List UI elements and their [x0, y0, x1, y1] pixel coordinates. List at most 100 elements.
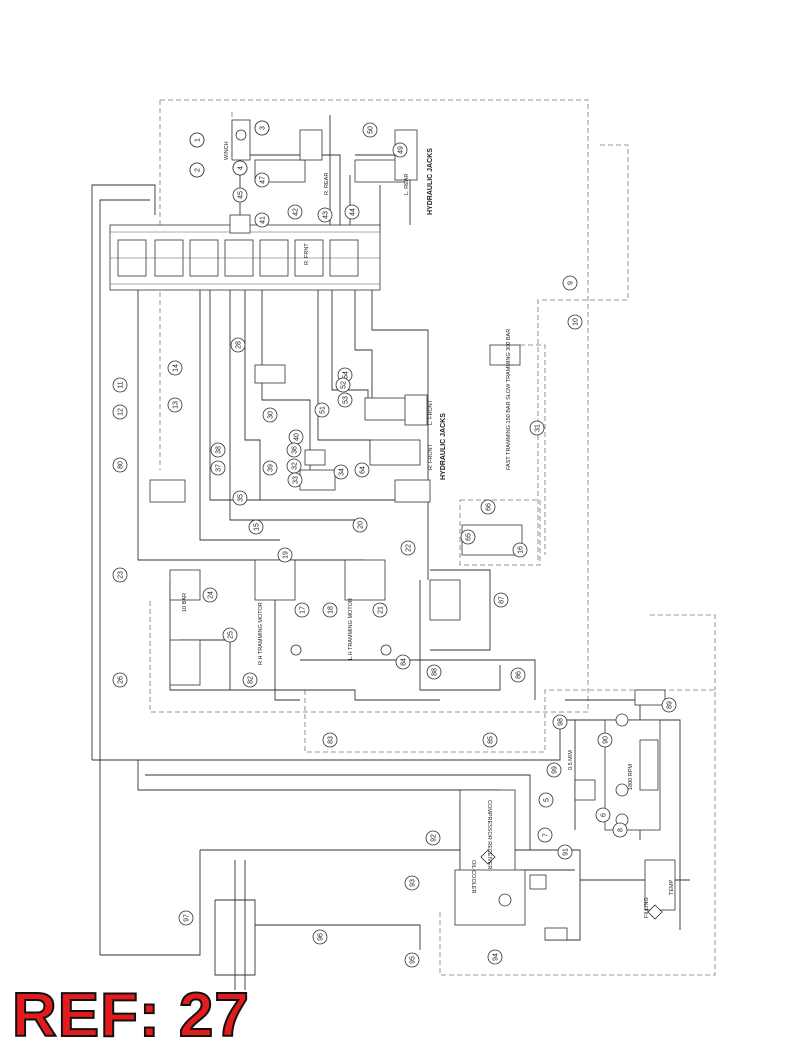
callout-bubble — [312, 929, 328, 945]
callout-bubble — [262, 407, 278, 423]
hydraulic-lines — [91, 115, 690, 990]
callout-bubble — [112, 457, 128, 473]
control-valve-bank — [109, 224, 381, 291]
callout-number: 9 — [568, 281, 575, 285]
callout-bubble — [248, 519, 264, 535]
callout-number: 45 — [238, 191, 245, 199]
callout-number: 40 — [294, 433, 301, 441]
callout-bubble — [562, 275, 578, 291]
callout-bubble — [333, 464, 349, 480]
tramming-motors — [169, 524, 523, 686]
callout-bubble — [112, 404, 128, 420]
callout-number: 16 — [518, 546, 525, 554]
label-r-frnt: R. FRNT — [304, 243, 310, 265]
label-filling: FILLING — [644, 897, 650, 918]
callout-number: 35 — [238, 494, 245, 502]
callout-bubble — [167, 360, 183, 376]
callout-number: 43 — [323, 211, 330, 219]
label-rh-tramming-motor: R.H TRAMMING MOTOR — [258, 602, 264, 665]
callout-bubble — [287, 204, 303, 220]
callout-number: 66 — [486, 503, 493, 511]
callout-number: 36 — [292, 446, 299, 454]
callout-number: 37 — [216, 464, 223, 472]
callout-number: 39 — [268, 464, 275, 472]
callout-number: 21 — [378, 606, 385, 614]
callout-bubble — [567, 314, 583, 330]
callout-number: 49 — [398, 146, 405, 154]
callout-number: 64 — [360, 466, 367, 474]
callout-bubble — [362, 122, 378, 138]
callout-bubble — [400, 540, 416, 556]
callout-number: 53 — [343, 396, 350, 404]
callout-number: 88 — [432, 668, 439, 676]
callout-number: 96 — [318, 933, 325, 941]
callout-number: 42 — [293, 208, 300, 216]
label-r-front: R. FRONT — [428, 443, 434, 470]
label-fast-slow-tramming: FAST TRAMMING 150 BAR SLOW TRAMMING 300 … — [506, 329, 512, 470]
callout-bubble — [395, 654, 411, 670]
callout-bubble — [222, 627, 238, 643]
callout-bubble — [493, 592, 509, 608]
callout-number: 95 — [410, 956, 417, 964]
callout-number: 38 — [216, 446, 223, 454]
callout-number: 11 — [118, 381, 125, 388]
callout-bubble — [286, 442, 302, 458]
callout-number: 98 — [558, 718, 565, 726]
callout-bubbles: 2927484647455049414243441112131428303854… — [112, 120, 677, 968]
callout-number: 22 — [406, 544, 413, 552]
callout-number: 8 — [618, 828, 625, 832]
callout-bubble — [322, 602, 338, 618]
callout-bubble — [372, 602, 388, 618]
callout-number: 65 — [466, 533, 473, 541]
callout-bubble — [404, 952, 420, 968]
callout-number: 2 — [195, 168, 202, 172]
callout-bubble — [512, 542, 528, 558]
callout-number: 1 — [195, 138, 202, 142]
callout-number: 7 — [543, 833, 550, 837]
callout-bubble — [254, 172, 270, 188]
callout-bubble — [262, 460, 278, 476]
callout-bubble — [392, 142, 408, 158]
callout-number: 23 — [118, 571, 125, 579]
callout-bubble — [210, 442, 226, 458]
callout-number: 13 — [173, 401, 180, 409]
callout-bubble — [404, 875, 420, 891]
callout-number: 54 — [343, 371, 350, 379]
compressor-oil-cooler — [454, 789, 568, 941]
callout-bubble — [354, 462, 370, 478]
callout-number: 14 — [173, 364, 180, 372]
callout-bubble — [178, 910, 194, 926]
label-hydraulic-jacks-mid: HYDRAULIC JACKS — [440, 413, 447, 480]
callout-bubble — [612, 822, 628, 838]
callout-bubble — [510, 667, 526, 683]
callout-number: 6 — [601, 813, 608, 817]
callout-bubble — [661, 697, 677, 713]
callout-bubble — [425, 830, 441, 846]
callout-bubble — [538, 792, 554, 808]
label-05-mm: 0.5 M/M — [568, 750, 574, 770]
callout-number: 89 — [667, 701, 674, 709]
callout-number: 99 — [552, 766, 559, 774]
callout-number: 93 — [410, 879, 417, 887]
callout-bubble — [344, 204, 360, 220]
callout-number: 41 — [260, 216, 267, 224]
callout-bubble — [112, 567, 128, 583]
callout-bubble — [167, 397, 183, 413]
label-winch: WINCH — [224, 141, 230, 160]
callout-bubble — [317, 207, 333, 223]
callout-bubble — [597, 732, 613, 748]
callout-bubble — [202, 587, 218, 603]
callout-bubble — [189, 132, 205, 148]
callout-number: 31 — [535, 424, 542, 432]
callout-bubble — [529, 420, 545, 436]
callout-bubble — [242, 672, 258, 688]
label-compressor-receiver: COMPRESSOR RECEIVER — [486, 800, 492, 869]
label-oil-cooler: OIL COOLER — [470, 860, 476, 893]
callout-bubble — [277, 547, 293, 563]
callout-number: 50 — [368, 126, 375, 134]
front-jacks-and-valves — [149, 344, 521, 503]
callout-number: 32 — [292, 462, 299, 470]
text-labels: HYDRAULIC JACKS HYDRAULIC JACKS R.H TRAM… — [182, 141, 675, 918]
callout-bubble — [322, 732, 338, 748]
callout-number: 4 — [238, 166, 245, 170]
